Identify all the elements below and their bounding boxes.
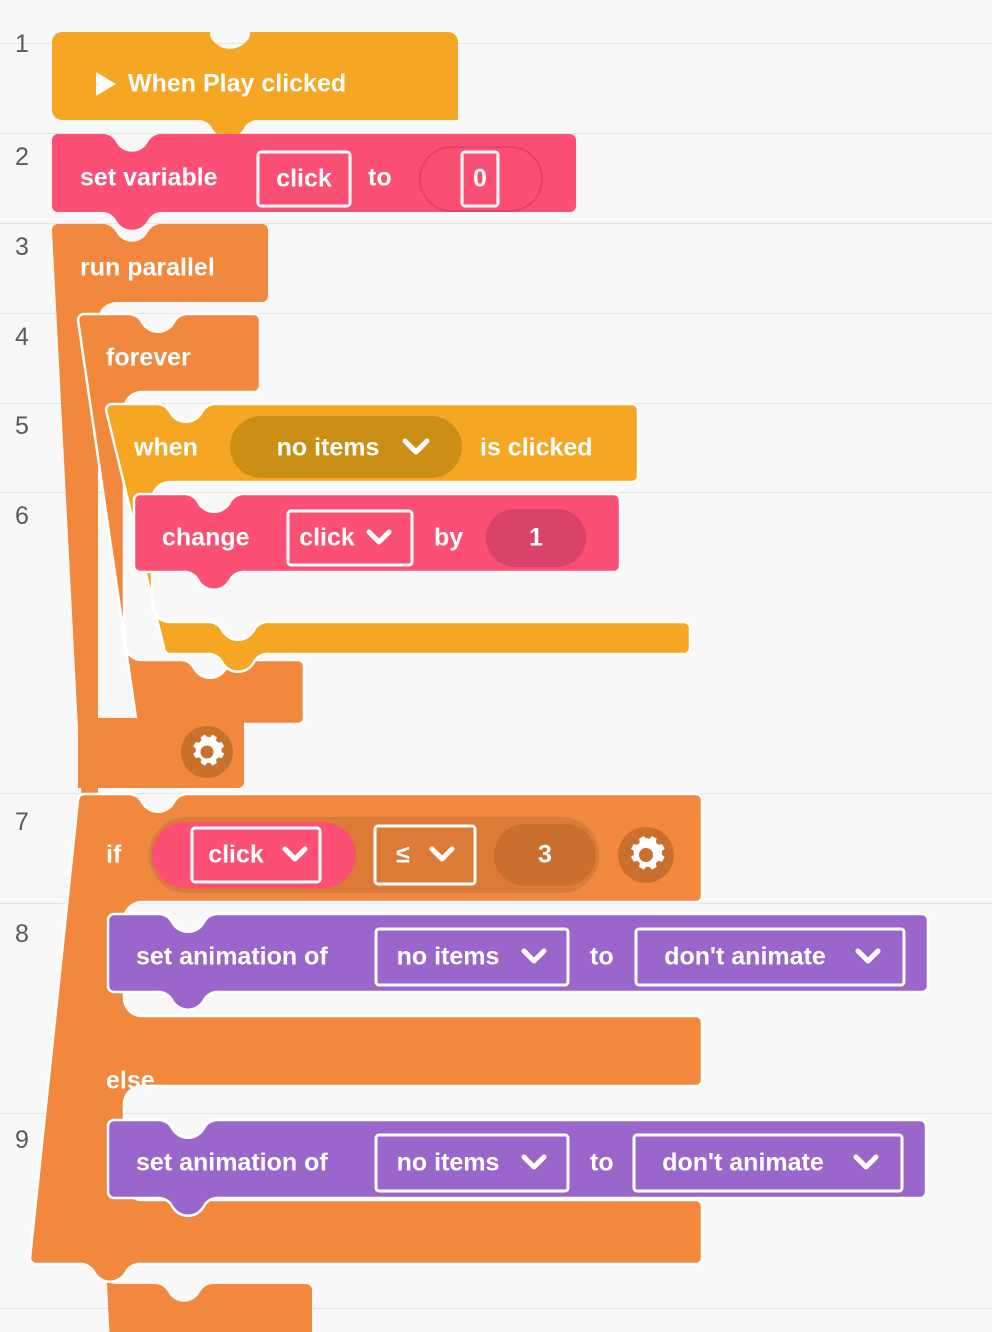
- gear-icon[interactable]: [181, 726, 233, 778]
- condition-left-operand[interactable]: click: [152, 822, 356, 888]
- chevron-down-icon: [282, 846, 308, 862]
- line-number-9: 9: [15, 1126, 29, 1154]
- block-label-mid: to: [368, 164, 392, 192]
- variable-name-value: click: [276, 165, 332, 193]
- value-field: 0: [473, 165, 487, 193]
- block-label-mid: by: [434, 524, 463, 552]
- block-label: run parallel: [80, 254, 215, 282]
- row-separator: [0, 43, 992, 44]
- block-change-variable[interactable]: change click by 1: [132, 492, 622, 591]
- block-when-play-clicked[interactable]: When Play clicked: [52, 32, 458, 138]
- condition-reporter[interactable]: click ≤ 3: [147, 815, 601, 895]
- block-run-parallel[interactable]: run parallel: [52, 223, 312, 1332]
- block-label-prefix: set variable: [80, 164, 218, 192]
- target-dropdown[interactable]: no items: [230, 416, 462, 478]
- chevron-down-icon: [855, 948, 881, 964]
- gear-icon[interactable]: [618, 827, 674, 883]
- condition-left-value: click: [208, 841, 264, 869]
- block-if-else[interactable]: if else click ≤: [28, 792, 704, 1283]
- block-label-if: if: [106, 841, 122, 869]
- block-label-prefix: change: [162, 524, 250, 552]
- block-set-animation-2[interactable]: set animation of no items to don't anima…: [106, 1118, 928, 1217]
- value-slot[interactable]: 1: [486, 509, 586, 567]
- animation-dropdown-value: don't animate: [664, 943, 826, 971]
- animation-dropdown[interactable]: don't animate: [634, 927, 906, 987]
- block-set-animation-1[interactable]: set animation of no items to don't anima…: [106, 912, 930, 1011]
- chevron-down-icon: [521, 1154, 547, 1170]
- condition-operator-dropdown[interactable]: ≤: [373, 824, 477, 886]
- target-dropdown-value: no items: [277, 434, 380, 462]
- variable-dropdown[interactable]: click: [286, 509, 414, 567]
- condition-right-operand[interactable]: 3: [494, 824, 596, 886]
- block-when-is-clicked[interactable]: when no items is clicked: [104, 402, 692, 673]
- line-number-6: 6: [15, 502, 29, 530]
- line-number-8: 8: [15, 920, 29, 948]
- target-dropdown-value: no items: [397, 1149, 500, 1177]
- block-label: When Play clicked: [128, 70, 346, 98]
- row-separator: [0, 1113, 992, 1114]
- block-label: forever: [106, 344, 191, 372]
- target-dropdown-value: no items: [397, 943, 500, 971]
- line-number-4: 4: [15, 323, 29, 351]
- animation-dropdown[interactable]: don't animate: [632, 1133, 904, 1193]
- line-number-1: 1: [15, 30, 29, 58]
- condition-operator-value: ≤: [396, 841, 410, 869]
- line-number-2: 2: [15, 143, 29, 171]
- block-label-else: else: [106, 1067, 155, 1095]
- line-number-5: 5: [15, 412, 29, 440]
- block-label-suffix: is clicked: [480, 434, 593, 462]
- line-number-3: 3: [15, 233, 29, 261]
- row-separator: [0, 492, 992, 493]
- value-field: 1: [529, 524, 543, 552]
- row-separator: [0, 903, 992, 904]
- animation-dropdown-value: don't animate: [662, 1149, 824, 1177]
- parallel-options-row: [78, 718, 244, 788]
- row-separator: [0, 133, 992, 134]
- block-label-prefix: set animation of: [136, 943, 328, 971]
- block-label-prefix: when: [133, 434, 198, 462]
- play-icon: [96, 72, 116, 96]
- chevron-down-icon: [521, 948, 547, 964]
- condition-right-value: 3: [538, 841, 552, 869]
- row-separator: [0, 313, 992, 314]
- line-number-7: 7: [15, 808, 29, 836]
- chevron-down-icon: [366, 529, 392, 545]
- block-label-prefix: set animation of: [136, 1149, 328, 1177]
- row-separator: [0, 223, 992, 224]
- block-label-mid: to: [590, 943, 614, 971]
- variable-dropdown-value: click: [299, 524, 355, 552]
- block-set-variable[interactable]: set variable click to 0: [52, 133, 576, 230]
- chevron-down-icon: [402, 438, 430, 455]
- chevron-down-icon: [429, 846, 455, 862]
- chevron-down-icon: [853, 1154, 879, 1170]
- variable-name-field[interactable]: click: [256, 150, 352, 208]
- row-separator: [0, 1308, 992, 1309]
- target-dropdown[interactable]: no items: [374, 1133, 570, 1193]
- target-dropdown[interactable]: no items: [374, 927, 570, 987]
- value-slot[interactable]: 0: [419, 146, 543, 212]
- block-label-mid: to: [590, 1149, 614, 1177]
